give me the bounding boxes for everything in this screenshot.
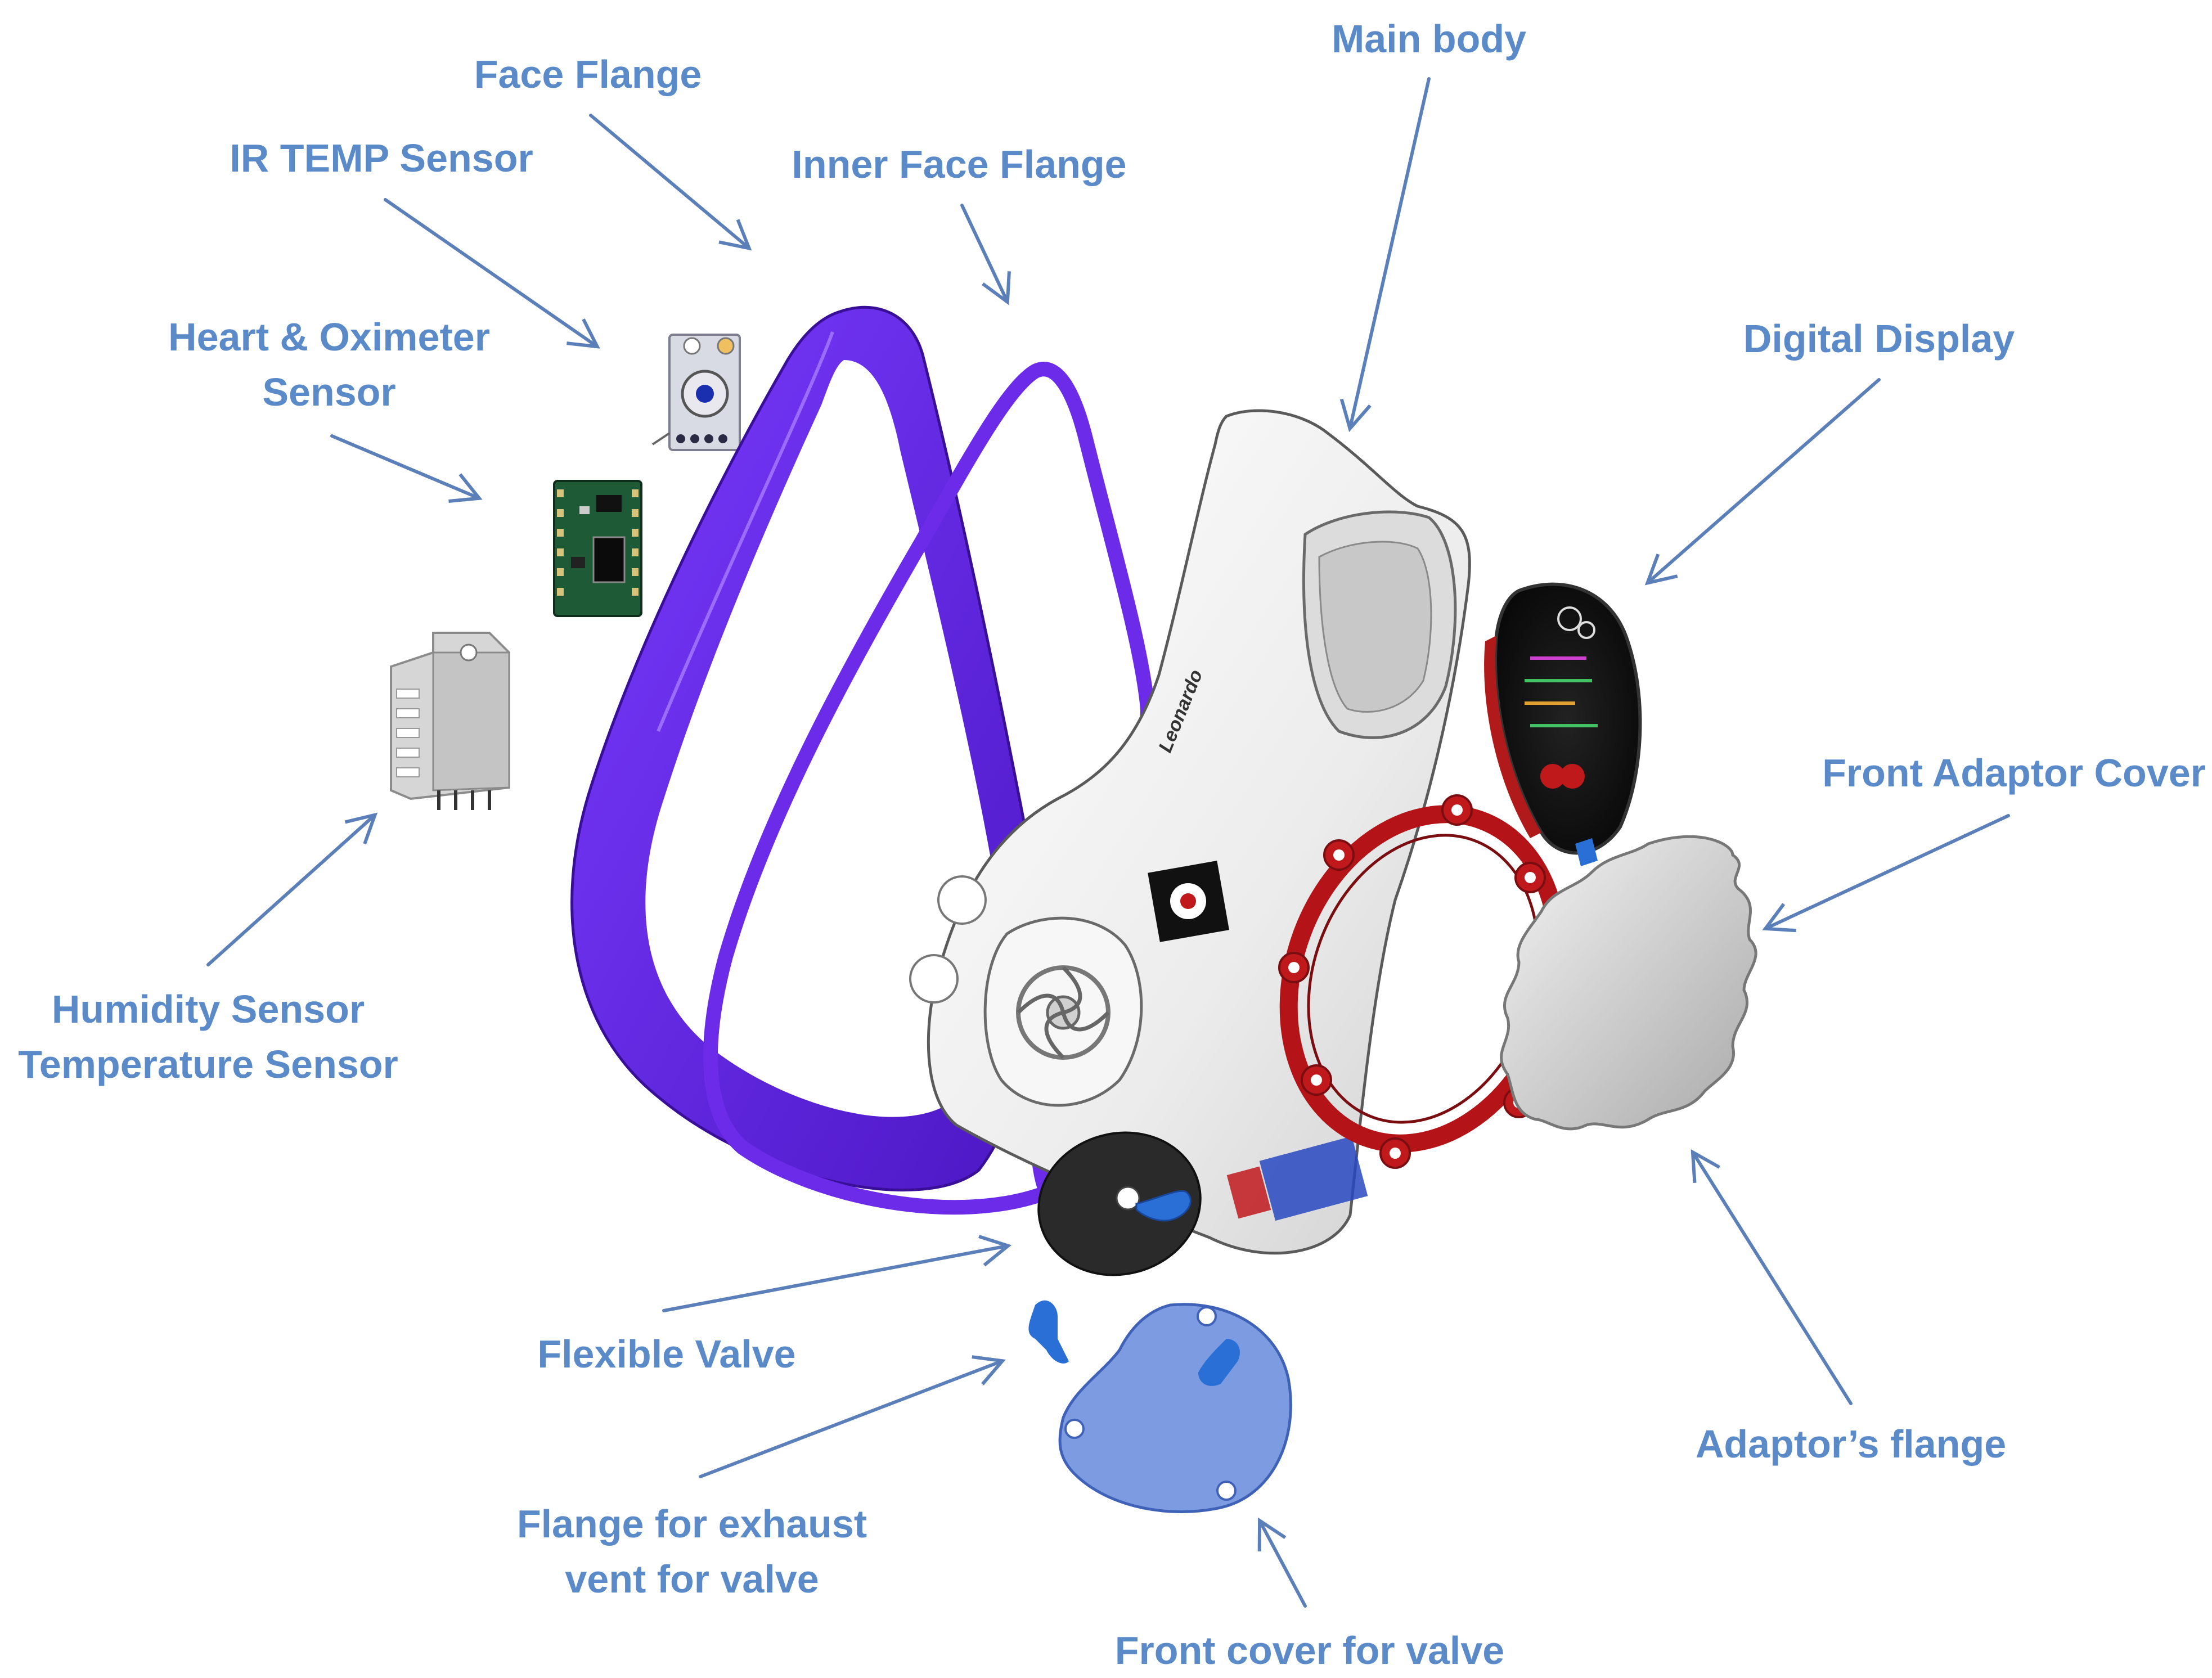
arrow-heart-sensor [330,434,483,503]
label-heart-oximeter-sensor: Heart & Oximeter Sensor [168,309,490,420]
main-body-illustration: Leonardo [909,409,1471,1255]
label-ir-temp-sensor: IR TEMP Sensor [230,131,533,186]
label-inner-face-flange: Inner Face Flange [792,137,1126,192]
flexible-valve-illustration [1037,1131,1202,1276]
front-cover-valve-label: Front cover for valve [1114,1628,1505,1672]
arrow-adaptors-flange [1691,1149,1853,1405]
label-flexible-valve: Flexible Valve [537,1326,795,1382]
adaptors-flange-label: Adaptor’s flange [1695,1422,2007,1466]
arrow-front-adaptor-cover [1762,814,2010,933]
heart-oximeter-label-line1: Heart & Oximeter [168,315,490,359]
inner-face-flange-label: Inner Face Flange [792,142,1127,186]
heart-oximeter-label-line2: Sensor [262,370,396,414]
arrow-exhaust-flange [699,1355,1006,1478]
front-adaptor-cover-illustration [1500,835,1757,1131]
humidity-sensor-illustration [390,632,510,810]
arrow-main-body [1339,77,1431,433]
exhaust-flange-label-line1: Flange for exhaust [516,1502,867,1546]
front-adaptor-cover-label: Front Adaptor Cover [1822,751,2206,795]
inner-face-flange-illustration [703,362,1155,1215]
label-front-cover-valve: Front cover for valve [1115,1623,1504,1678]
temperature-sensor-label: Temperature Sensor [18,1042,398,1086]
arrow-face-flange [589,114,752,251]
label-exhaust-flange: Flange for exhaust vent for valve [517,1496,867,1607]
arrow-ir-temp [384,198,600,349]
flexible-valve-label: Flexible Valve [537,1332,796,1376]
arrow-humidity-sensor [206,812,378,966]
face-flange-label: Face Flange [474,52,702,96]
front-cover-valve-illustration [1028,1300,1292,1513]
label-digital-display: Digital Display [1743,311,2015,366]
digital-display-illustration [1484,582,1642,855]
exhaust-flange-label-line2: vent for valve [565,1557,819,1601]
arrow-digital-display [1644,378,1881,586]
label-front-adaptor-cover: Front Adaptor Cover [1822,745,2206,800]
humidity-sensor-label: Humidity Sensor [51,987,365,1031]
label-main-body: Main body [1332,11,1526,66]
arrow-inner-face-flange [960,204,1011,305]
callout-arrows [206,77,2010,1608]
main-body-label: Main body [1331,17,1527,61]
label-humidity-temperature-sensor: Humidity Sensor Temperature Sensor [18,982,398,1092]
label-adaptors-flange: Adaptor’s flange [1696,1416,2006,1472]
ir-temp-sensor-illustration [651,334,741,451]
heart-oximeter-sensor-illustration [553,480,642,617]
ir-temp-sensor-label: IR TEMP Sensor [230,136,533,180]
arrow-front-cover-valve [1257,1517,1307,1608]
digital-display-label: Digital Display [1743,317,2015,361]
label-face-flange: Face Flange [474,47,702,102]
arrow-flexible-valve [662,1235,1012,1312]
